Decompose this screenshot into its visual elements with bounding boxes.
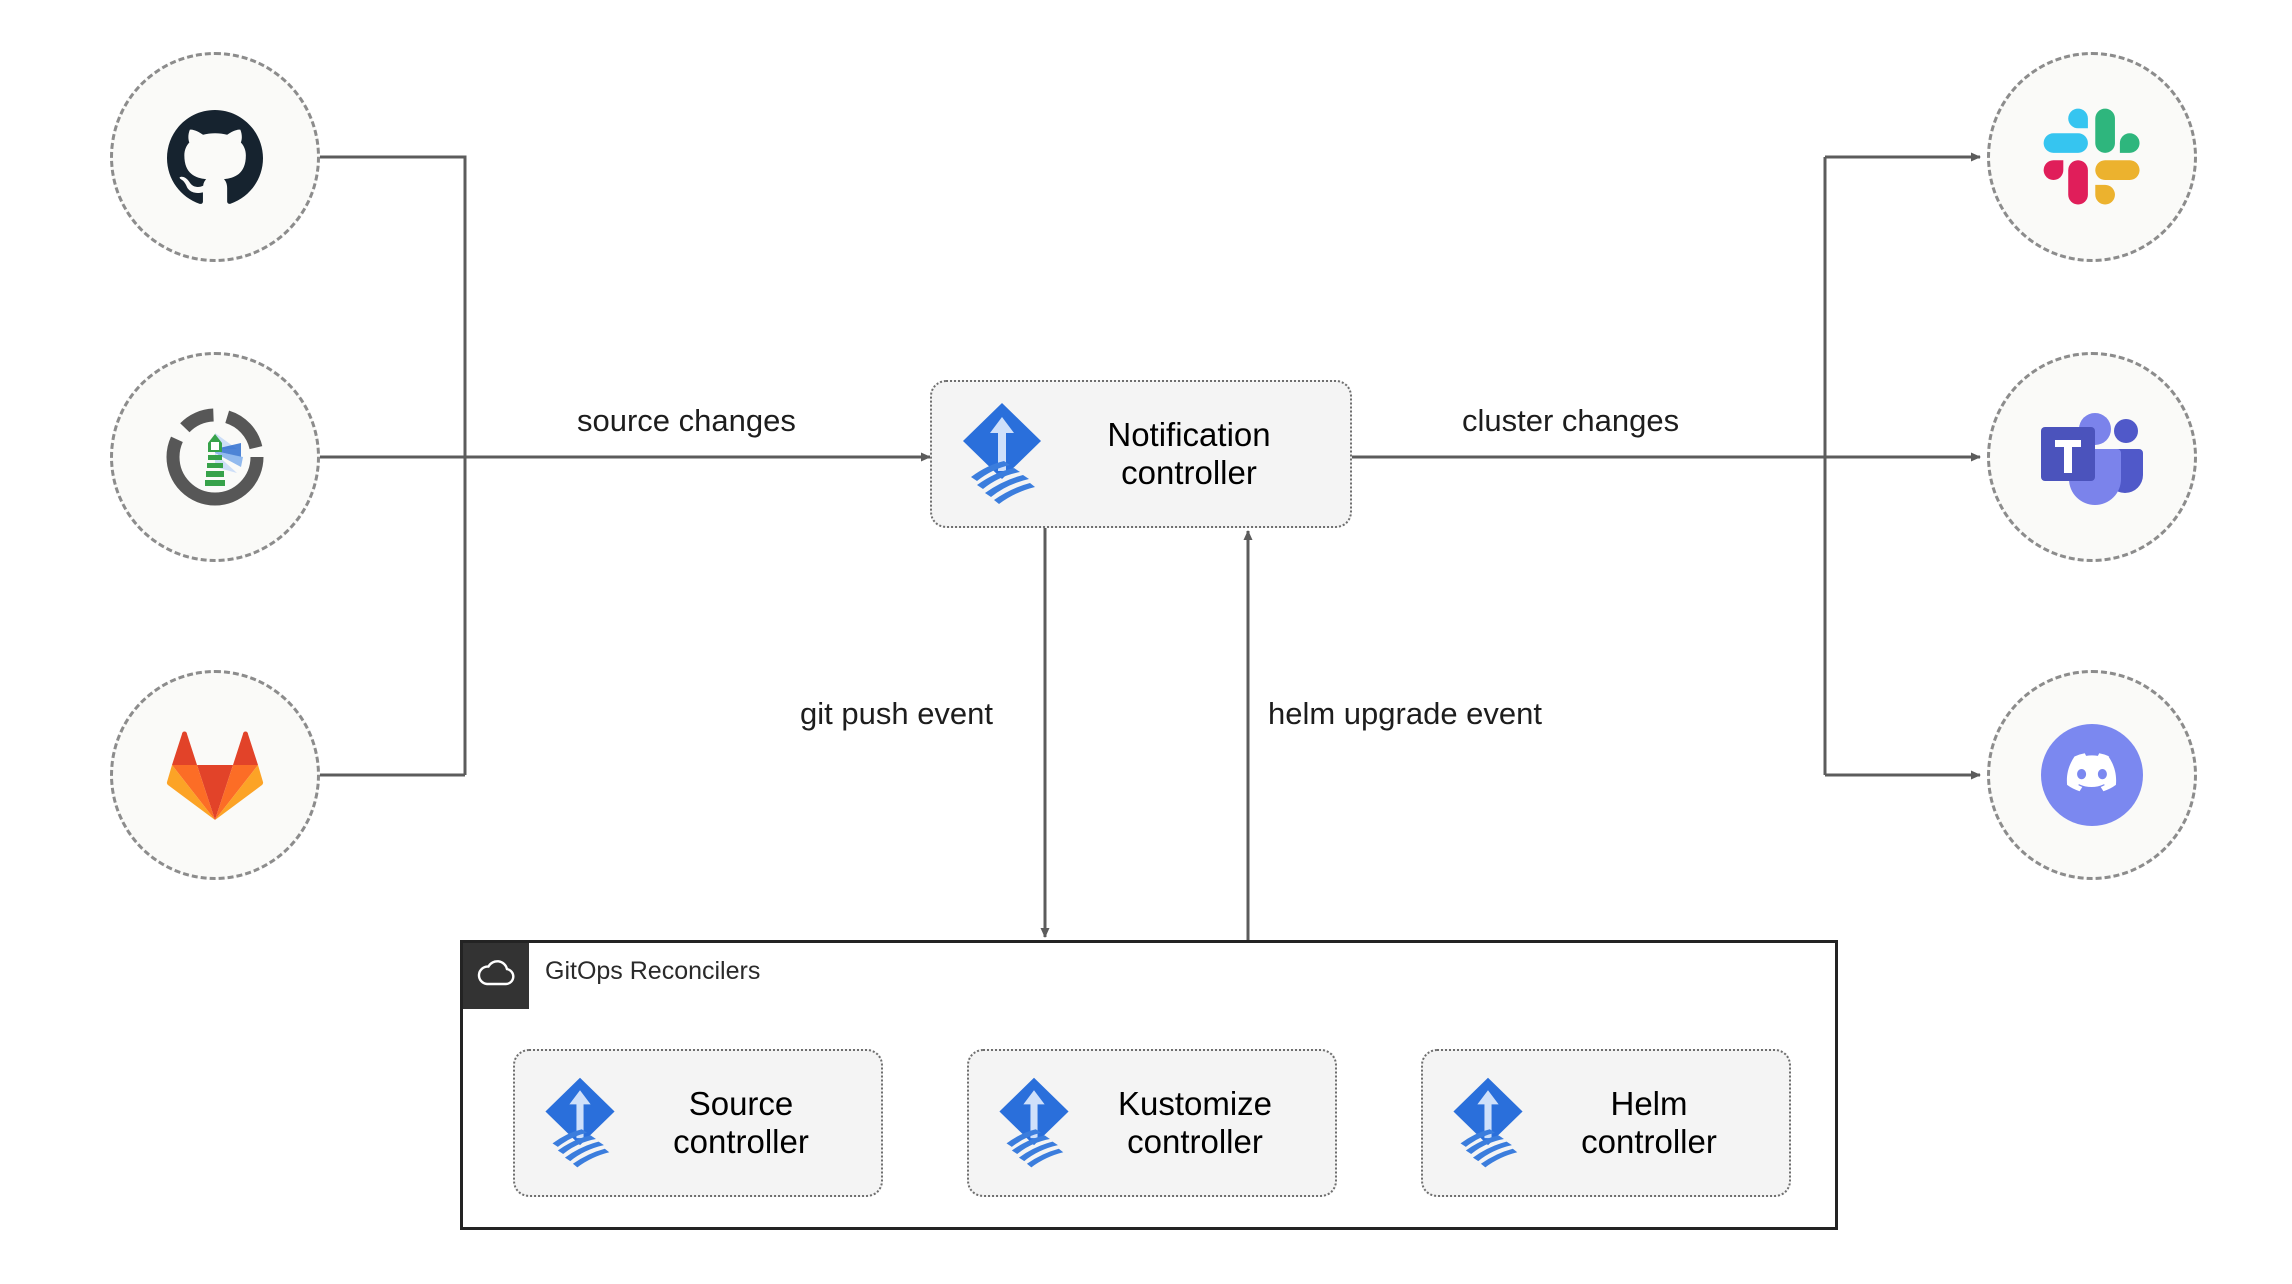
flux-logo-icon (995, 1073, 1073, 1173)
kustomize-controller-label: Kustomize controller (1117, 1084, 1273, 1160)
discord-icon (2039, 722, 2145, 828)
flux-lighthouse-icon (163, 405, 267, 509)
source-controller-label: Source controller (673, 1084, 809, 1160)
target-node-teams[interactable] (1987, 352, 2197, 562)
helm-controller-box[interactable]: Helm controller (1421, 1049, 1791, 1197)
source-node-flux[interactable] (110, 352, 320, 562)
gitops-group-title: GitOps Reconcilers (545, 957, 761, 985)
source-controller-box[interactable]: Source controller (513, 1049, 883, 1197)
target-node-discord[interactable] (1987, 670, 2197, 880)
target-node-slack[interactable] (1987, 52, 2197, 262)
ms-teams-icon (2039, 407, 2145, 507)
wire-sources-bus (320, 155, 467, 775)
source-node-github[interactable] (110, 52, 320, 262)
edge-label-git-push-event: git push event (800, 696, 994, 731)
flux-logo-icon (541, 1073, 619, 1173)
flux-logo-icon (1449, 1073, 1527, 1173)
notification-controller-label: Notification controller (1107, 415, 1271, 491)
edge-label-source-changes: source changes (577, 403, 796, 438)
cloud-icon (476, 959, 516, 993)
notification-controller-box[interactable]: Notification controller (930, 380, 1352, 528)
github-icon (167, 109, 263, 205)
edge-label-helm-upgrade-event: helm upgrade event (1268, 696, 1543, 731)
source-node-gitlab[interactable] (110, 670, 320, 880)
gitops-reconcilers-group: GitOps Reconcilers Source controller (460, 940, 1838, 1230)
gitops-group-tab (463, 943, 529, 1009)
flux-logo-icon (958, 399, 1046, 509)
slack-icon (2042, 107, 2142, 207)
gitlab-icon (166, 729, 264, 821)
kustomize-controller-box[interactable]: Kustomize controller (967, 1049, 1337, 1197)
helm-controller-label: Helm controller (1581, 1084, 1717, 1160)
edge-label-cluster-changes: cluster changes (1462, 403, 1680, 438)
